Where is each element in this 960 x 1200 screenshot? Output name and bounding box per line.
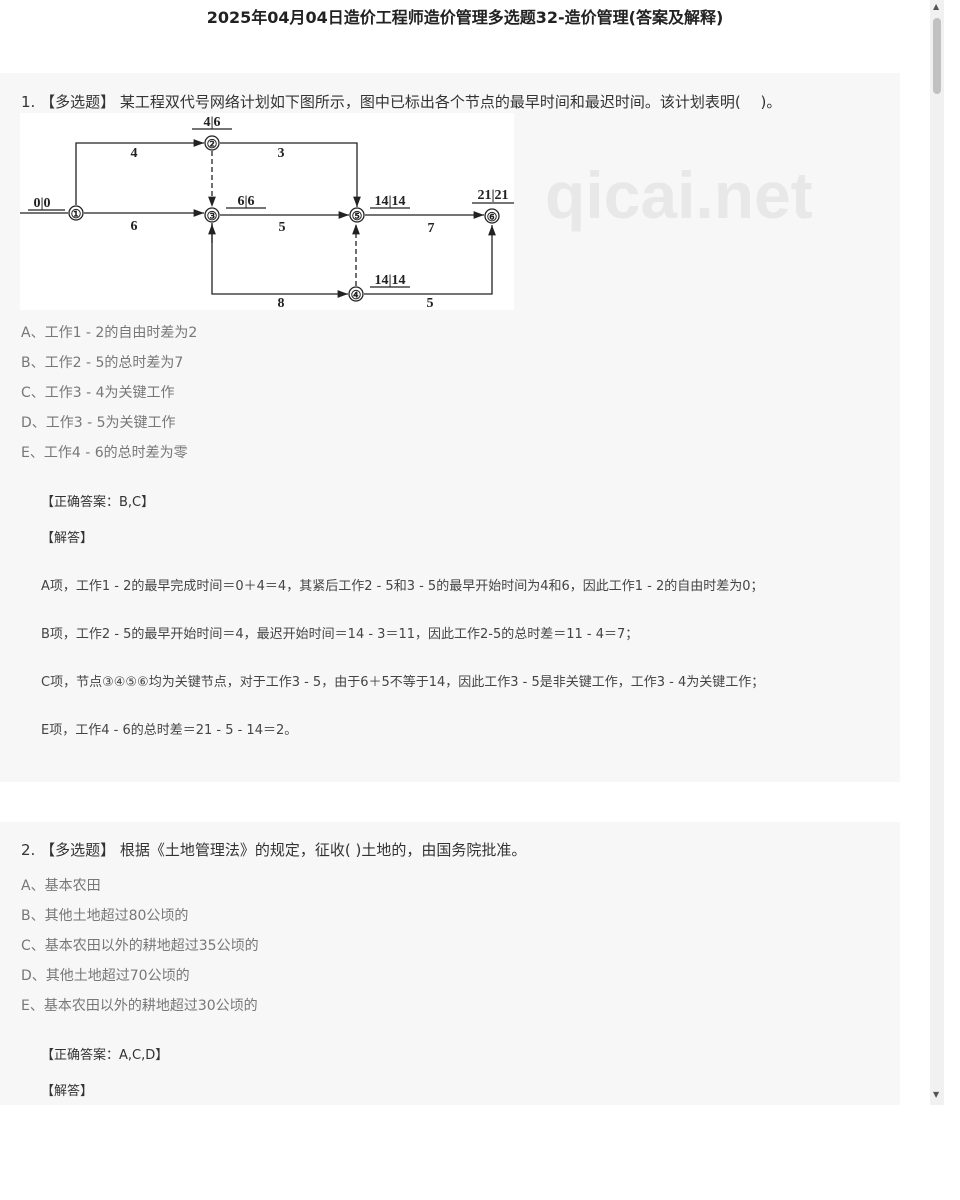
analysis-label: 【解答】: [41, 1084, 94, 1099]
option-d[interactable]: D、工作3 - 5为关键工作: [21, 415, 176, 431]
option-c[interactable]: C、工作3 - 4为关键工作: [21, 385, 175, 401]
time-label: 0|0: [33, 196, 50, 211]
duration-label: 5: [427, 296, 434, 310]
analysis-line: A项，工作1 - 2的最早完成时间＝0＋4＝4，其紧后工作2 - 5和3 - 5…: [41, 579, 764, 594]
time-label: 21|21: [477, 188, 508, 203]
question-card-2: [0, 822, 900, 1105]
vertical-scrollbar[interactable]: ▲ ▼: [930, 0, 944, 1105]
analysis-line: B项，工作2 - 5的最早开始时间＝4，最迟开始时间＝14 - 3＝11，因此工…: [41, 627, 639, 642]
analysis-label: 【解答】: [41, 531, 94, 546]
time-label: 14|14: [374, 273, 405, 288]
time-label: 14|14: [374, 194, 405, 209]
option-c[interactable]: C、基本农田以外的耕地超过35公顷的: [21, 938, 259, 954]
duration-label: 3: [278, 146, 285, 161]
analysis-line: C项，节点③④⑤⑥均为关键节点，对于工作3 - 5，由于6＋5不等于14，因此工…: [41, 675, 765, 690]
node-5: ⑤: [352, 209, 363, 223]
network-diagram: ① ② ③ ④ ⑤ ⑥ 0|0 4|6 6|6 14|14 14|14 21|2…: [20, 113, 514, 311]
duration-label: 5: [279, 220, 286, 235]
option-e[interactable]: E、工作4 - 6的总时差为零: [21, 445, 188, 461]
option-b[interactable]: B、工作2 - 5的总时差为7: [21, 355, 184, 371]
page-title: 2025年04月04日造价工程师造价管理多选题32-造价管理(答案及解释): [206, 8, 724, 27]
node-4: ④: [351, 288, 362, 302]
time-label: 4|6: [203, 115, 220, 130]
option-b[interactable]: B、其他土地超过80公顷的: [21, 908, 189, 924]
option-e[interactable]: E、基本农田以外的耕地超过30公顷的: [21, 998, 258, 1014]
option-d[interactable]: D、其他土地超过70公顷的: [21, 968, 190, 984]
correct-answer: 【正确答案：B,C】: [41, 495, 155, 510]
duration-label: 7: [428, 221, 435, 236]
question-stem: 1. 【多选题】 某工程双代号网络计划如下图所示，图中已标出各个节点的最早时间和…: [21, 93, 782, 111]
question-stem: 2. 【多选题】 根据《土地管理法》的规定，征收( )土地的，由国务院批准。: [21, 841, 527, 859]
scroll-down-icon[interactable]: ▼: [933, 1090, 940, 1099]
correct-answer: 【正确答案：A,C,D】: [41, 1048, 169, 1063]
duration-label: 8: [278, 296, 285, 310]
time-label: 6|6: [237, 194, 254, 209]
node-6: ⑥: [487, 210, 498, 224]
option-a[interactable]: A、基本农田: [21, 878, 101, 894]
duration-label: 6: [131, 219, 138, 234]
analysis-line: E项，工作4 - 6的总时差＝21 - 5 - 14＝2。: [41, 723, 298, 738]
scrollbar-thumb[interactable]: [933, 18, 941, 94]
scroll-up-icon[interactable]: ▲: [933, 2, 940, 11]
node-3: ③: [207, 209, 218, 223]
node-2: ②: [207, 137, 218, 151]
duration-label: 4: [131, 146, 138, 161]
option-a[interactable]: A、工作1 - 2的自由时差为2: [21, 325, 198, 341]
watermark: qicai.net: [545, 158, 813, 232]
node-1: ①: [71, 207, 82, 221]
